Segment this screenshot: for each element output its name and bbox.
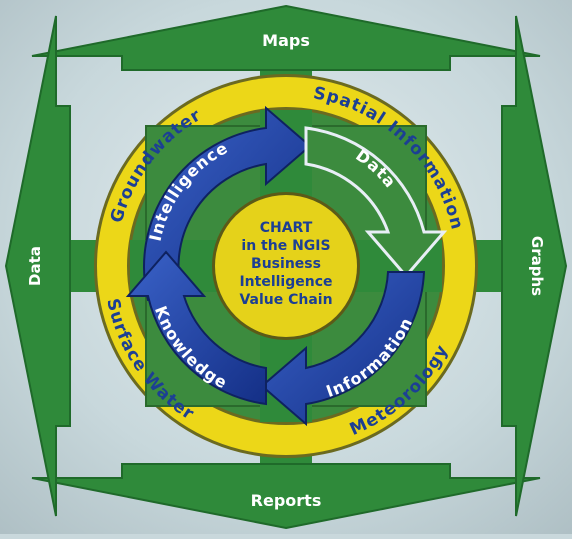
cycle-arrows [125,105,448,427]
outer-arrow-bottom [31,463,541,530]
outer-arrow-right [501,15,568,517]
data-side-label: Data [26,246,44,286]
center-text: CHART in the NGIS Business Intelligence … [239,220,332,308]
reports-label: Reports [251,491,322,510]
center-line-2: in the NGIS [241,238,330,254]
graphs-label: Graphs [528,236,546,296]
center-disc [212,192,360,340]
center-line-5: Value Chain [239,292,332,308]
data-arrow [304,126,448,279]
center-line-4: Intelligence [239,274,332,290]
center-line-1: CHART [260,220,313,236]
maps-label: Maps [262,31,310,50]
center-line-3: Business [251,256,321,272]
outer-arrow-left [4,15,71,517]
information-arrow [260,271,426,427]
intelligence-arrow [143,105,312,301]
knowledge-arrow [125,250,267,406]
